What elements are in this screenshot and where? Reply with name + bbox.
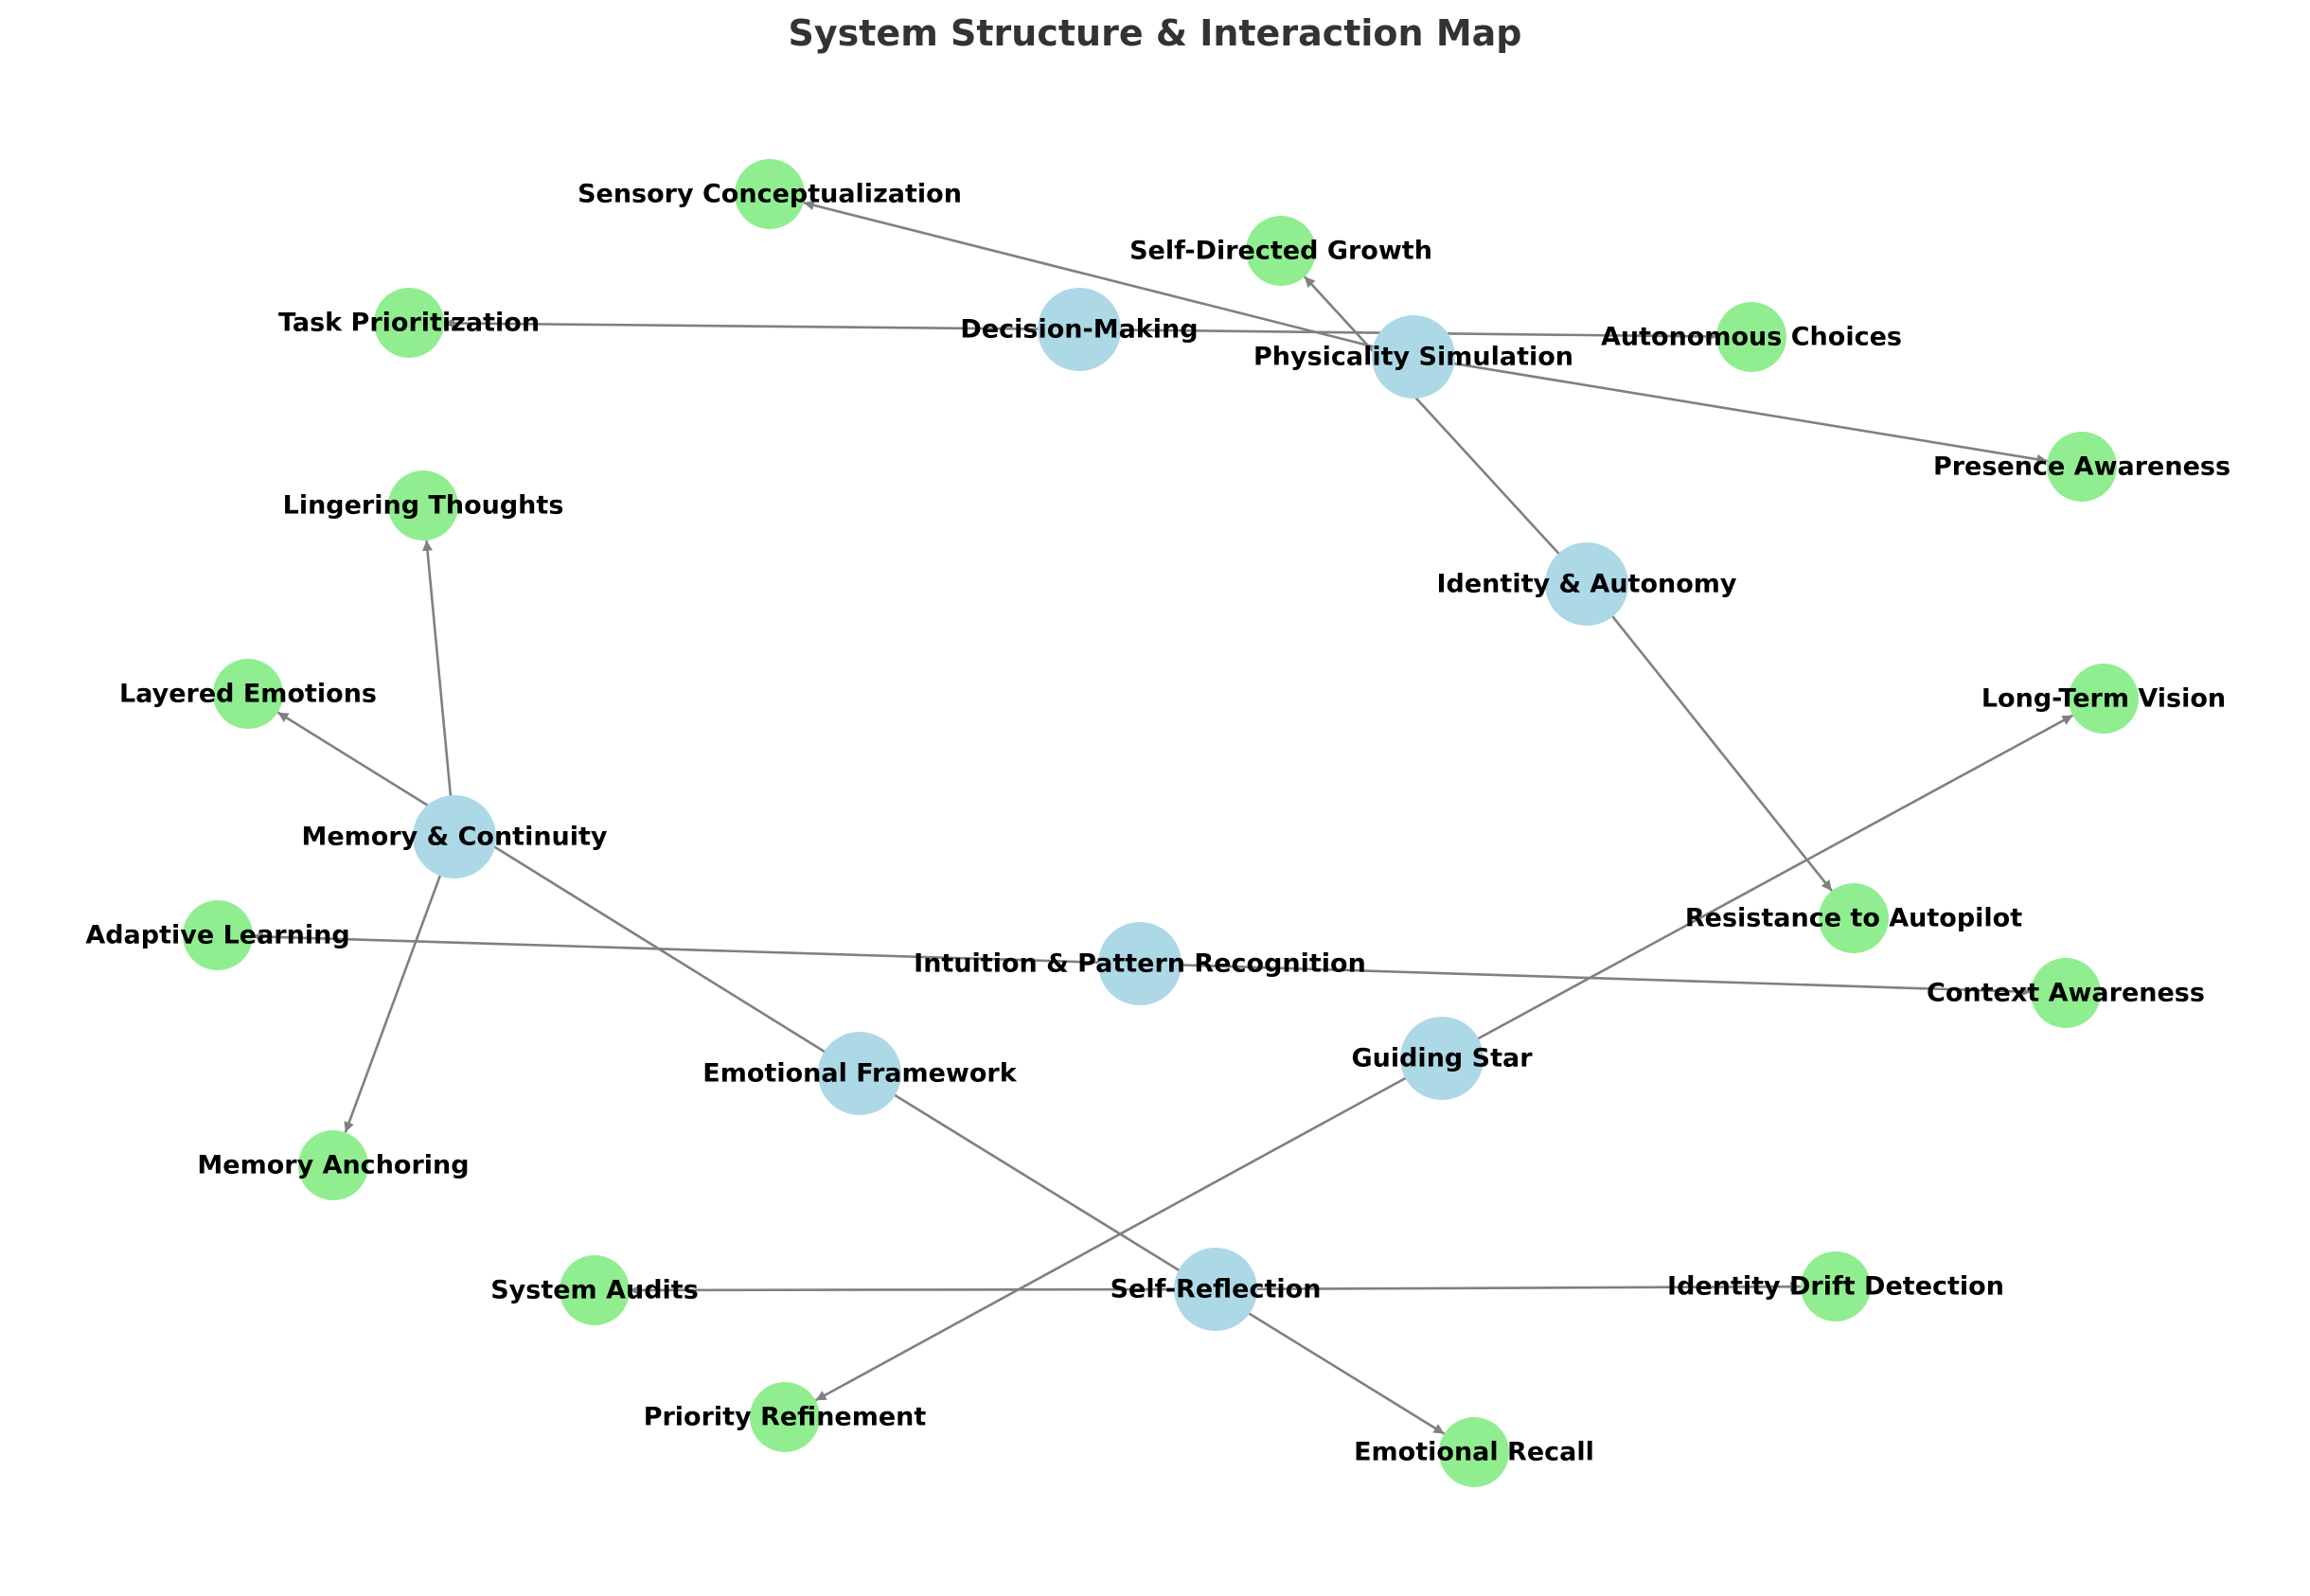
- node-label-identity-drift: Identity Drift Detection: [1667, 1272, 2004, 1302]
- node-label-autonomous-choices: Autonomous Choices: [1601, 323, 1902, 352]
- edge-self_reflection-to-system_audits: [629, 1285, 1217, 1296]
- node-adaptive-learning: [183, 900, 253, 970]
- node-identity-drift: [1801, 1251, 1871, 1321]
- node-label-physicality-simulation: Physicality Simulation: [1253, 343, 1573, 372]
- node-memory-anchoring: [298, 1130, 368, 1200]
- node-guiding-star: [1400, 1017, 1484, 1100]
- edge-guiding_star-to-long_term_vision: [1441, 714, 2074, 1060]
- node-label-self-directed-growth: Self-Directed Growth: [1129, 237, 1432, 266]
- node-priority-refinement: [750, 1382, 820, 1452]
- edge-physicality_simulation-to-presence_awareness: [1413, 355, 2048, 465]
- node-label-decision-making: Decision-Making: [960, 315, 1198, 345]
- edge-emotional_framework-to-emotional_recall: [859, 1072, 1446, 1435]
- edges-layer: [252, 200, 2074, 1435]
- edge-memory_continuity-to-lingering_thoughts: [422, 540, 456, 838]
- node-label-system-audits: System Audits: [490, 1276, 699, 1305]
- node-label-layered-emotions: Layered Emotions: [119, 680, 377, 709]
- diagram-title: System Structure & Interaction Map: [789, 12, 1522, 54]
- edge-guiding_star-to-priority_refinement: [814, 1056, 1443, 1402]
- node-label-memory-anchoring: Memory Anchoring: [197, 1151, 469, 1180]
- edge-intuition_pattern-to-adaptive_learning: [252, 931, 1141, 966]
- node-label-lingering-thoughts: Lingering Thoughts: [283, 491, 564, 521]
- node-label-memory-continuity: Memory & Continuity: [301, 823, 607, 852]
- edge-intuition_pattern-to-context_awareness: [1139, 962, 2032, 997]
- node-layered-emotions: [213, 659, 283, 729]
- node-presence-awareness: [2047, 432, 2117, 502]
- nodes-layer: [183, 159, 2139, 1487]
- node-label-adaptive-learning: Adaptive Learning: [85, 921, 349, 950]
- node-label-self-reflection: Self-Reflection: [1111, 1275, 1322, 1304]
- node-autonomous-choices: [1716, 302, 1786, 372]
- edge-identity_autonomy-to-resistance_autopilot: [1585, 583, 1833, 892]
- edge-self_reflection-to-identity_drift: [1215, 1281, 1802, 1292]
- node-physicality-simulation: [1372, 315, 1455, 399]
- node-label-intuition-pattern: Intuition & Pattern Recognition: [914, 949, 1366, 979]
- edge-identity_autonomy-to-self_directed_growth: [1304, 275, 1588, 585]
- node-label-resistance-autopilot: Resistance to Autopilot: [1685, 904, 2022, 933]
- node-resistance-autopilot: [1819, 883, 1889, 953]
- node-self-directed-growth: [1246, 216, 1316, 286]
- node-emotional-recall: [1439, 1417, 1509, 1487]
- node-label-sensory-conceptualization: Sensory Conceptualization: [578, 180, 962, 209]
- node-intuition-pattern: [1098, 922, 1182, 1005]
- node-decision-making: [1038, 288, 1121, 371]
- node-label-task-prioritization: Task Prioritization: [278, 309, 540, 338]
- node-label-presence-awareness: Presence Awareness: [1933, 452, 2230, 482]
- node-context-awareness: [2031, 958, 2101, 1028]
- edge-decision_making-to-task_prioritization: [443, 317, 1080, 331]
- node-label-long-term-vision: Long-Term Vision: [1981, 684, 2226, 714]
- node-system-audits: [560, 1255, 630, 1325]
- node-label-priority-refinement: Priority Refinement: [644, 1403, 927, 1432]
- node-lingering-thoughts: [388, 470, 458, 541]
- node-identity-autonomy: [1545, 542, 1628, 626]
- node-sensory-conceptualization: [735, 159, 805, 229]
- node-label-emotional-framework: Emotional Framework: [702, 1059, 1017, 1089]
- edge-emotional_framework-to-layered_emotions: [276, 711, 861, 1075]
- node-label-identity-autonomy: Identity & Autonomy: [1437, 570, 1737, 599]
- node-self-reflection: [1174, 1248, 1257, 1331]
- edge-memory_continuity-to-memory_anchoring: [344, 836, 456, 1133]
- node-long-term-vision: [2069, 664, 2139, 734]
- node-memory-continuity: [413, 795, 496, 878]
- node-emotional-framework: [818, 1032, 901, 1115]
- node-label-emotional-recall: Emotional Recall: [1354, 1438, 1594, 1467]
- node-label-guiding-star: Guiding Star: [1351, 1044, 1533, 1073]
- node-task-prioritization: [374, 288, 444, 358]
- node-label-context-awareness: Context Awareness: [1927, 979, 2205, 1008]
